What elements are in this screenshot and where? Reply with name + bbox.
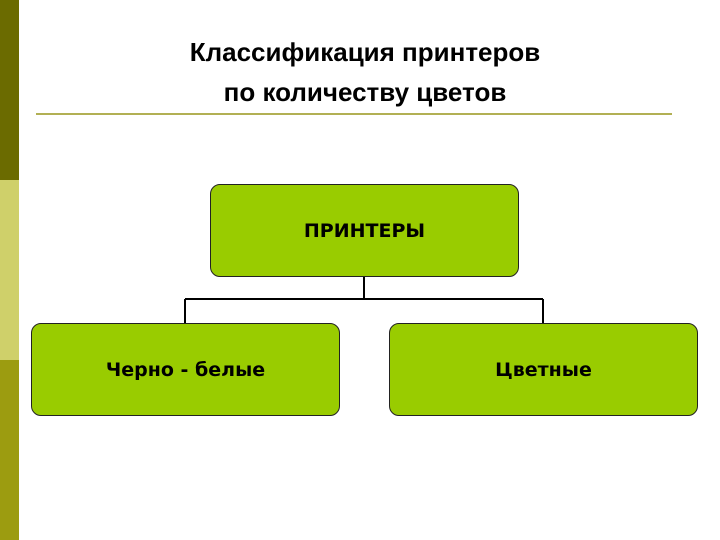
node-printers-label: ПРИНТЕРЫ	[303, 219, 426, 242]
node-black-white-label: Черно - белые	[105, 358, 266, 381]
title-line-1: Классификация принтеров	[189, 37, 541, 67]
sidebar-stripe-top	[0, 0, 19, 180]
title-line-2: по количеству цветов	[223, 77, 507, 107]
node-black-white: Черно - белые	[31, 323, 340, 416]
slide-title: Классификация принтеров по количеству цв…	[60, 32, 670, 112]
title-underline	[36, 113, 672, 115]
sidebar-stripe-middle	[0, 180, 19, 360]
node-color: Цветные	[389, 323, 698, 416]
node-printers: ПРИНТЕРЫ	[210, 184, 519, 277]
sidebar-stripe-bottom	[0, 360, 19, 540]
node-color-label: Цветные	[495, 358, 592, 381]
